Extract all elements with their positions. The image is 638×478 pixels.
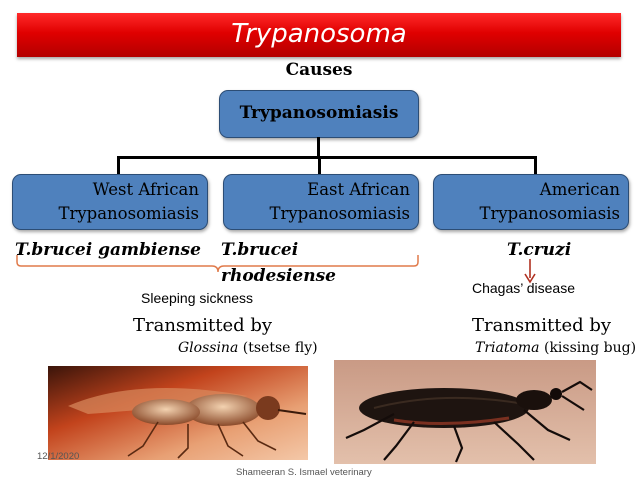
connector-root-down	[317, 137, 320, 158]
root-box-trypanosomiasis: Trypanosomiasis	[219, 90, 419, 138]
box-american: American Trypanosomiasis	[433, 174, 629, 230]
transmitted-by-left: Transmitted by	[133, 315, 273, 336]
vector-glossina: Glossina (tsetse fly)	[178, 340, 318, 356]
box-east-line1: East African	[307, 180, 410, 199]
footer-date: 12/1/2020	[37, 451, 80, 462]
species-gambiense: T.brucei gambiense	[15, 240, 201, 260]
box-american-line2: Trypanosomiasis	[479, 204, 620, 223]
box-american-line1: American	[539, 180, 620, 199]
box-west-line2: Trypanosomiasis	[58, 204, 199, 223]
box-east-african: East African Trypanosomiasis	[223, 174, 419, 230]
connector-horizontal	[117, 156, 537, 159]
connector-east	[318, 156, 321, 175]
vector-triatoma-common: (kissing bug)	[543, 340, 637, 356]
species-cruzi: T.cruzi	[507, 240, 572, 260]
causes-label: Causes	[285, 60, 353, 80]
connector-american	[534, 156, 537, 175]
box-east-line2: Trypanosomiasis	[269, 204, 410, 223]
tsetse-fly-photo	[48, 366, 308, 460]
slide-title: Trypanosoma	[231, 19, 407, 49]
disease-sleeping-sickness: Sleeping sickness	[141, 290, 254, 306]
root-box-label: Trypanosomiasis	[239, 103, 399, 123]
box-west-line1: West African	[92, 180, 199, 199]
vector-glossina-common: (tsetse fly)	[242, 340, 318, 356]
disease-chagas: Chagas’ disease	[472, 280, 575, 296]
vector-triatoma-genus: Triatoma	[475, 340, 540, 356]
connector-west	[117, 156, 120, 175]
arrow-down-icon	[524, 259, 536, 284]
species-rhodesiense-line2: rhodesiense	[221, 266, 336, 286]
title-banner: Trypanosoma	[17, 13, 621, 57]
kissing-bug-photo	[334, 360, 596, 464]
footer-author: Shameeran S. Ismael veterinary	[236, 467, 372, 478]
species-rhodesiense-line1: T.brucei	[221, 240, 299, 260]
vector-glossina-genus: Glossina	[178, 340, 239, 356]
box-west-african: West African Trypanosomiasis	[12, 174, 208, 230]
vector-triatoma: Triatoma (kissing bug)	[475, 340, 636, 356]
transmitted-by-right: Transmitted by	[472, 315, 612, 336]
